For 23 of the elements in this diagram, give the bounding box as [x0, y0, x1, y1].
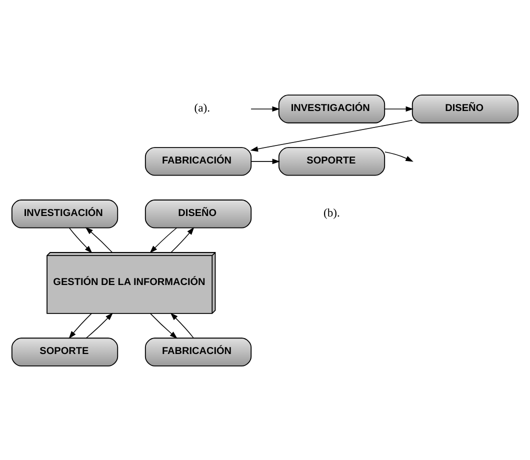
arrow — [150, 226, 178, 253]
node-box: DISEÑO — [144, 199, 252, 228]
arrow — [170, 312, 194, 338]
node-box: FABRICACIÓN — [144, 146, 252, 176]
node-box: INVESTIGACIÓN — [278, 94, 386, 123]
arrow — [250, 119, 413, 152]
node-box: FABRICACIÓN — [144, 337, 252, 366]
label: (a). — [194, 101, 210, 114]
node-box: DISEÑO — [412, 94, 519, 123]
node-box: INVESTIGACIÓN — [11, 199, 118, 228]
arrow — [250, 158, 280, 164]
arrow — [86, 312, 113, 338]
node-box: SOPORTE — [11, 337, 118, 366]
arrow — [250, 106, 280, 112]
arrow — [69, 227, 92, 253]
label: (b). — [324, 206, 340, 220]
arrow — [150, 312, 178, 338]
arrow — [384, 106, 414, 112]
arrow — [384, 151, 414, 162]
arrow — [85, 226, 112, 252]
arrow — [170, 226, 194, 252]
arrow — [68, 312, 92, 338]
node-box: SOPORTE — [278, 146, 386, 176]
